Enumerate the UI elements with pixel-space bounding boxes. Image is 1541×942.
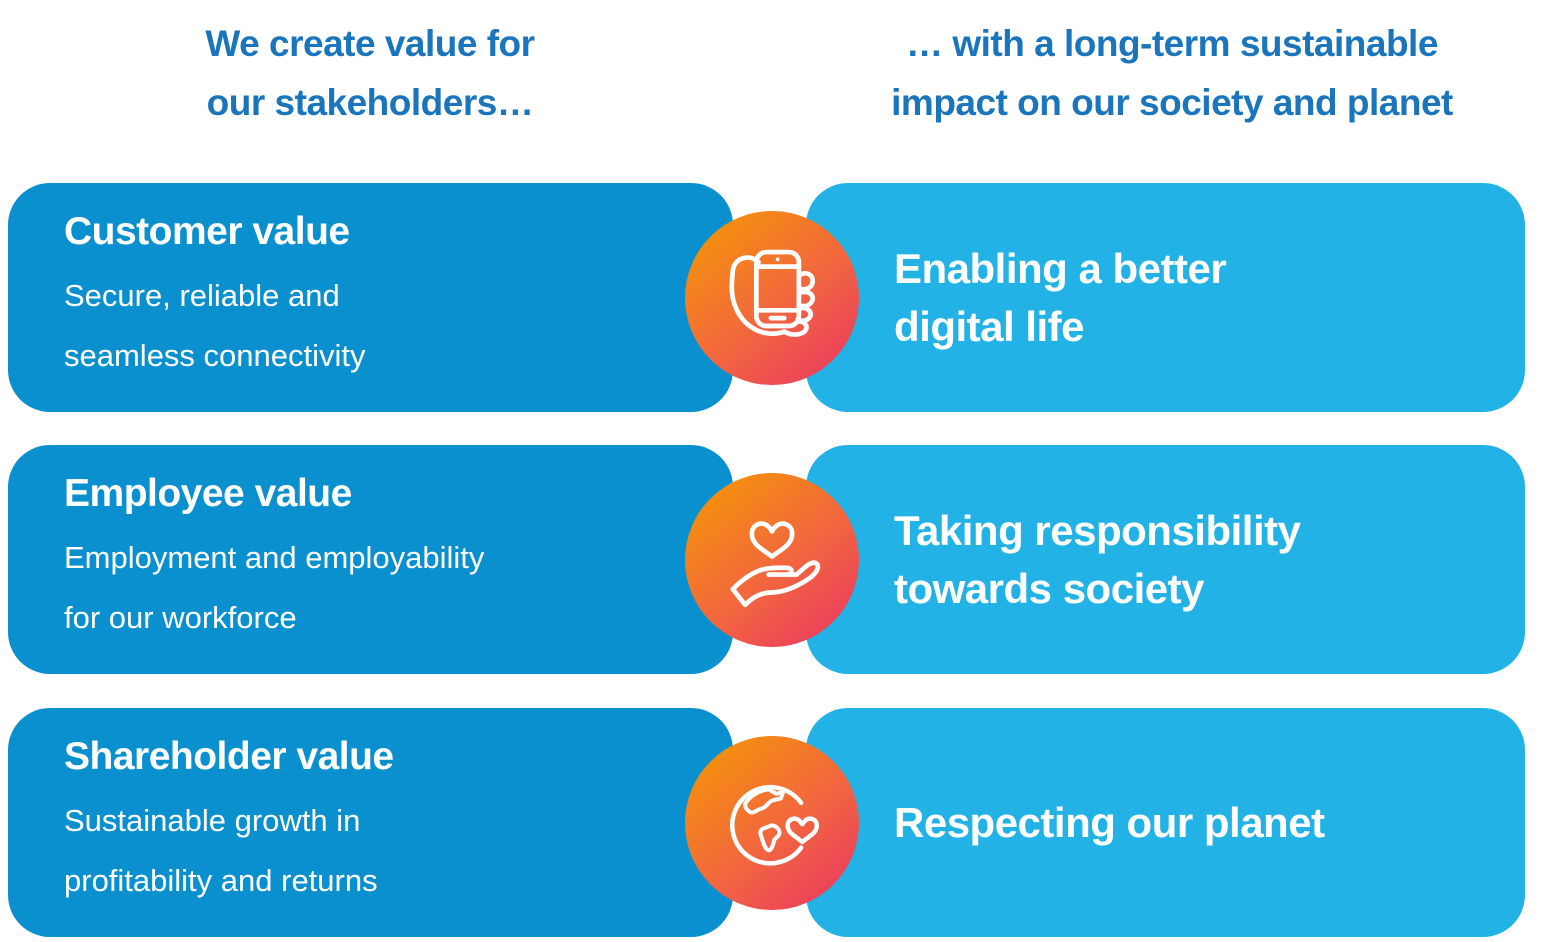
card-body: Secure, reliable and seamless connectivi… [64, 278, 366, 373]
card-title: Shareholder value [64, 735, 394, 778]
hand-holding-phone-icon [685, 211, 859, 385]
shareholder-value-card: Shareholder value Sustainable growth in … [8, 708, 733, 937]
customer-value-card: Customer value Secure, reliable and seam… [8, 183, 733, 412]
card-body: Sustainable growth in profitability and … [64, 803, 378, 898]
impact-text: Respecting our planet [894, 798, 1325, 846]
employee-value-card: Employee value Employment and employabil… [8, 445, 733, 674]
society-card: Taking responsibility towards society [806, 445, 1525, 674]
impact-column-heading: … with a long-term sustainable impact on… [891, 23, 1453, 123]
impact-text: Taking responsibility towards society [894, 506, 1301, 612]
heart-in-hand-icon [685, 473, 859, 647]
card-title: Customer value [64, 210, 350, 253]
impact-text: Enabling a better digital life [894, 244, 1227, 350]
card-body: Employment and employability for our wor… [64, 540, 485, 635]
planet-card: Respecting our planet [806, 708, 1525, 937]
digital-life-card: Enabling a better digital life [806, 183, 1525, 412]
card-title: Employee value [64, 472, 352, 515]
globe-with-heart-icon [685, 736, 859, 910]
stakeholder-column-heading: We create value for our stakeholders… [205, 23, 535, 123]
